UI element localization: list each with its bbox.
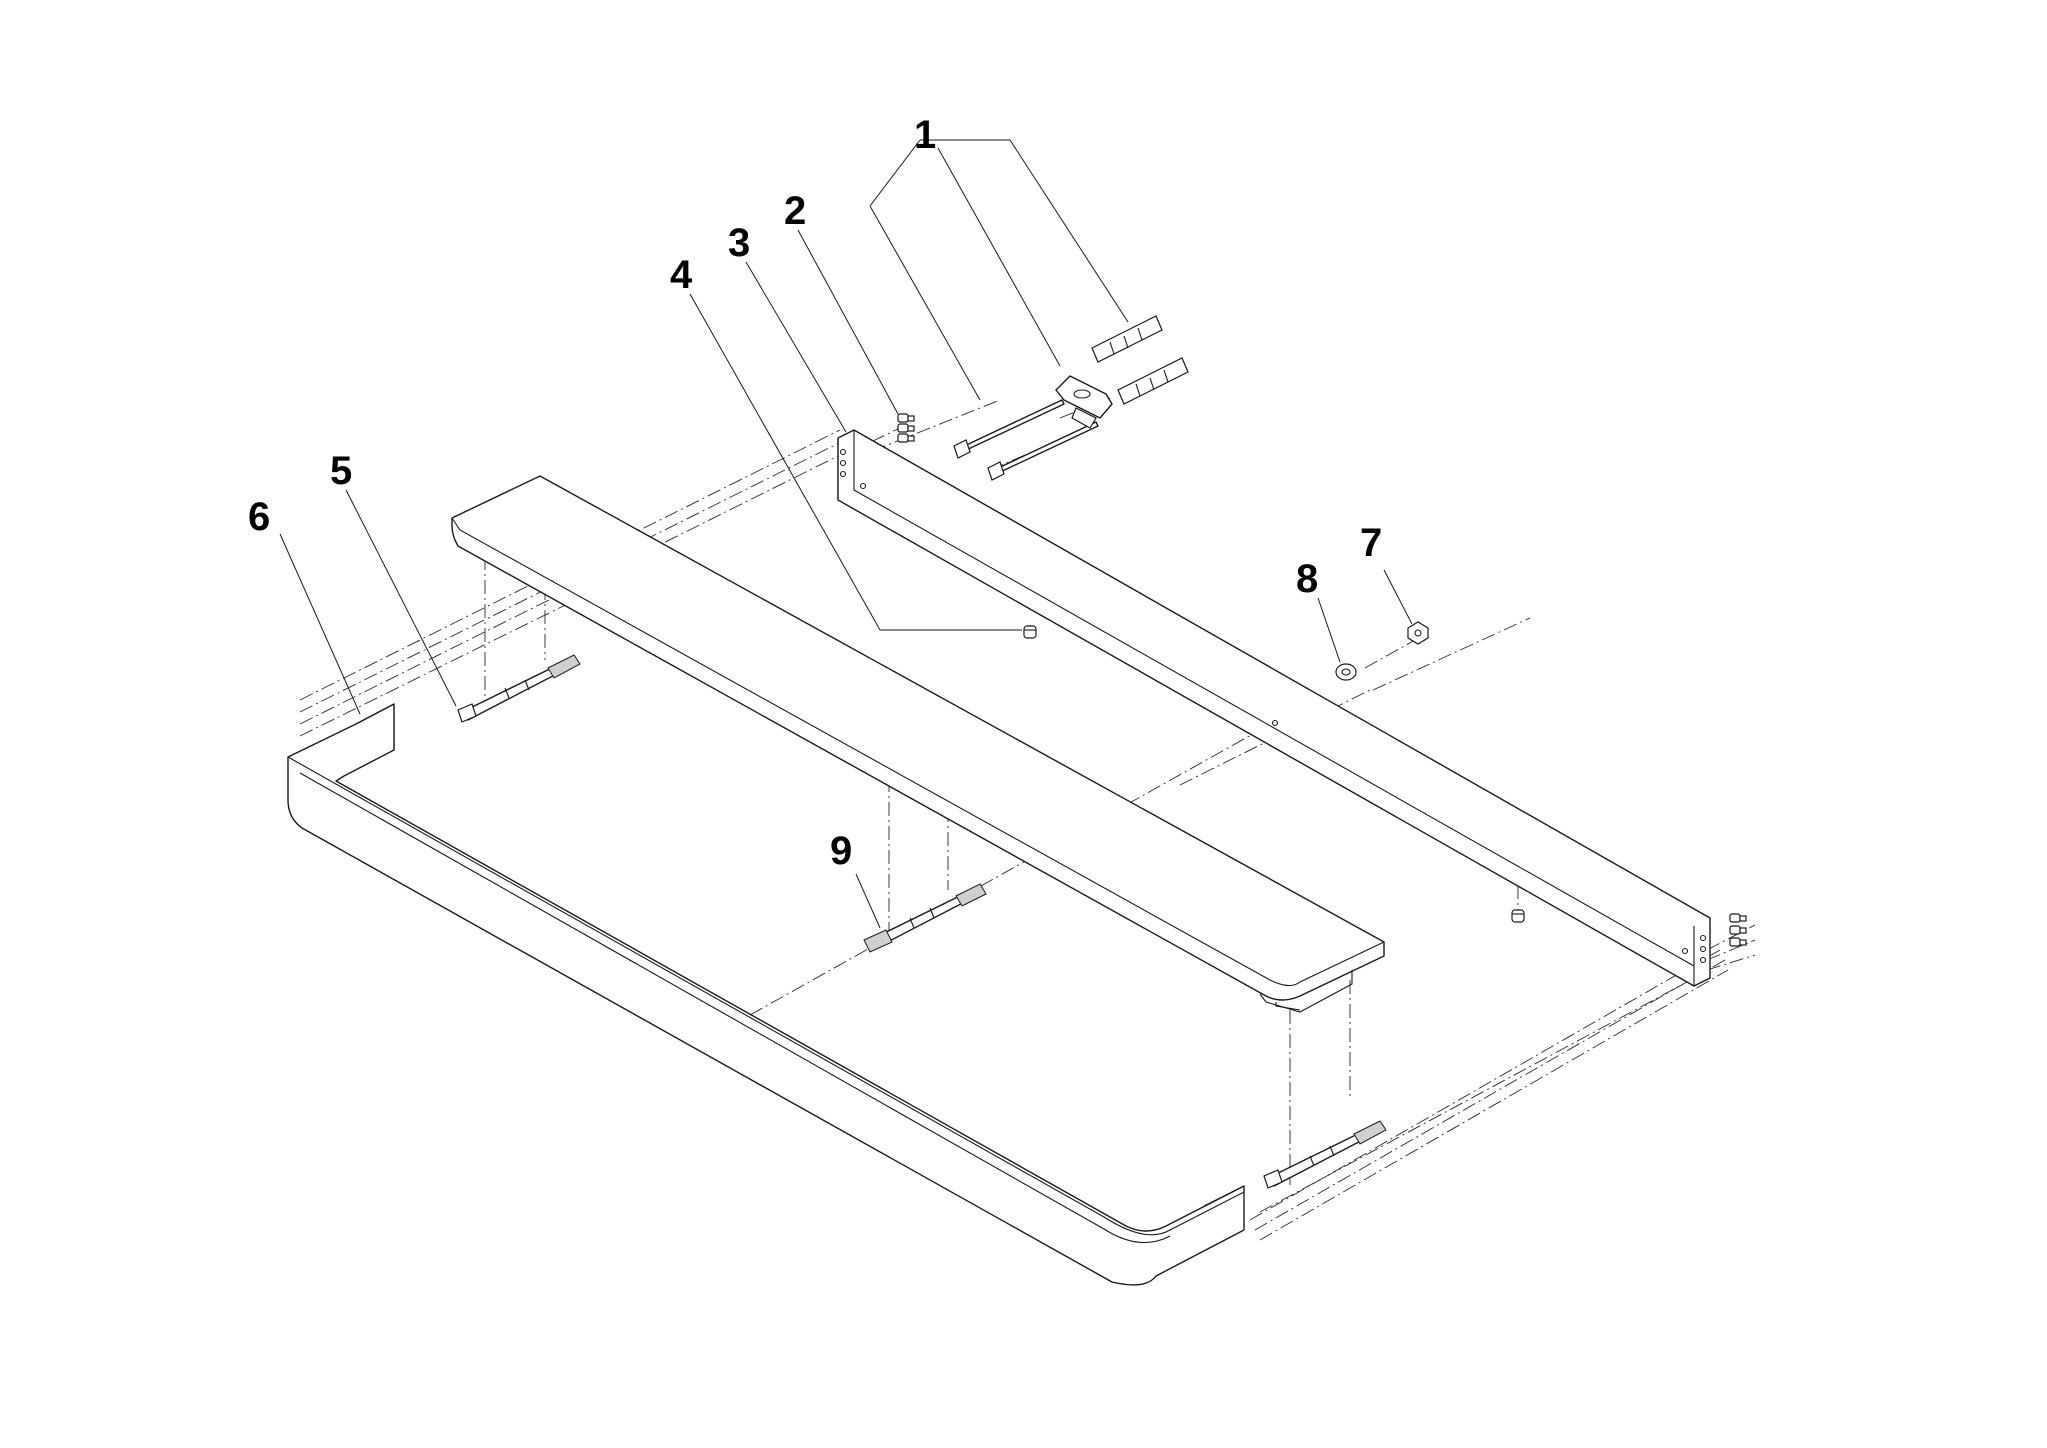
callout-2: 2: [784, 189, 806, 233]
part-3-wall-rail: [837, 429, 1711, 987]
part-4-cap: [1023, 625, 1525, 923]
part-6-u-rail: [287, 703, 1245, 1286]
callout-8: 8: [1296, 557, 1318, 601]
callout-4: 4: [670, 253, 693, 297]
callout-7: 7: [1360, 521, 1382, 565]
threaded-rod-right: [1263, 1120, 1387, 1189]
part-2-screws: [897, 413, 915, 443]
callout-3: 3: [728, 221, 750, 265]
callout-labels: 1 2 3 4 5 6 7 8 9: [248, 113, 1382, 873]
screws-right: [1729, 913, 1747, 947]
leader-lines: [279, 139, 1413, 929]
callout-9: 9: [830, 829, 852, 873]
part-7-nut: [1407, 621, 1429, 645]
part-1-wall-fixing-set: [953, 315, 1189, 481]
callout-1: 1: [914, 113, 936, 157]
callout-6: 6: [248, 495, 270, 539]
shelf-board: [451, 475, 1385, 1013]
part-8-washer: [1335, 663, 1357, 681]
part-9-threaded-rod: [863, 883, 987, 953]
part-5-threaded-rod: [457, 654, 581, 723]
callout-5: 5: [330, 449, 352, 493]
